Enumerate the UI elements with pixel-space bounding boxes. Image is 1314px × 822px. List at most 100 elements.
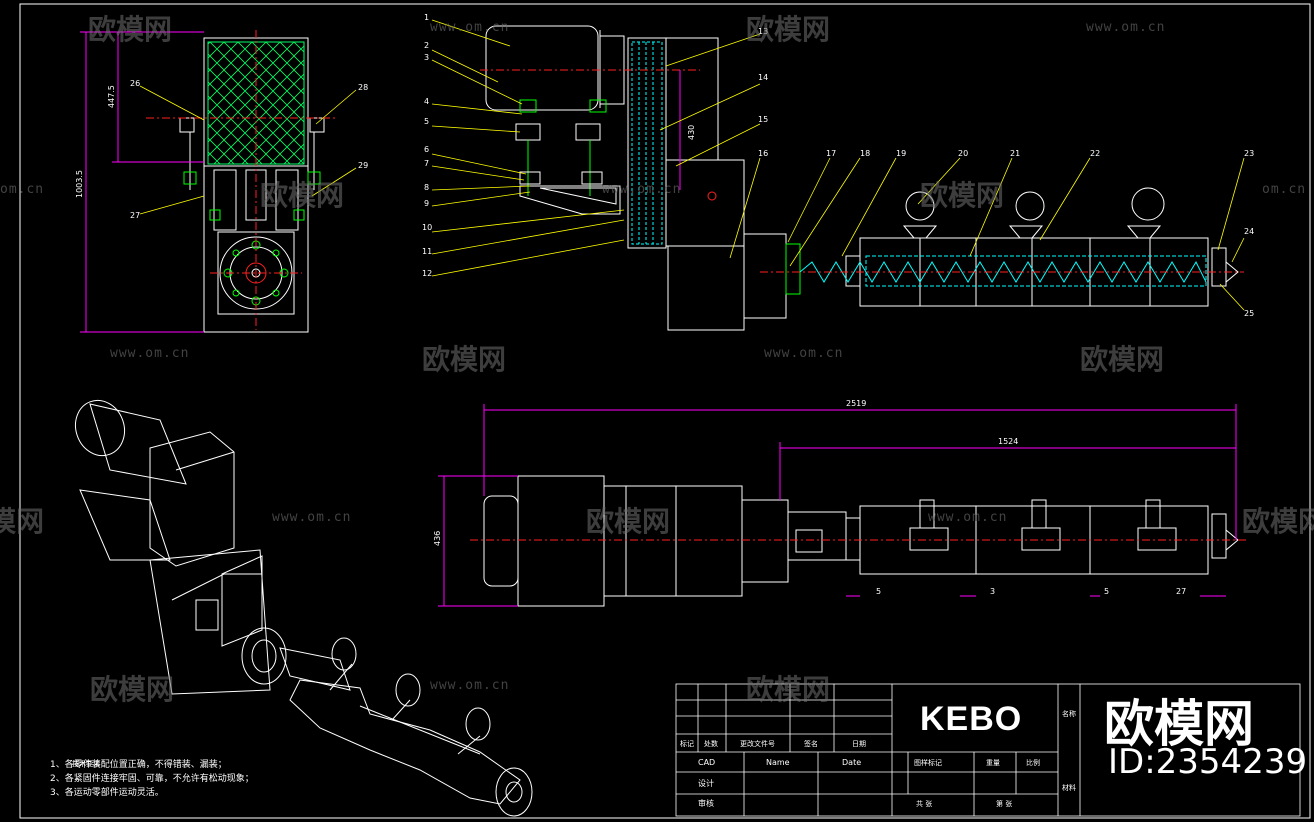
sheet-no-label: 第 张	[996, 799, 1012, 808]
callout-11: 11	[422, 247, 432, 256]
callout-14: 14	[758, 73, 768, 82]
rev-header-count: 处数	[704, 739, 718, 748]
material-label: 材料	[1062, 783, 1076, 792]
title-block	[675, 683, 1301, 817]
end-view-centerlines	[146, 30, 338, 330]
rev-header-doc: 更改文件号	[740, 739, 775, 748]
dim-gap-27: 27	[1176, 587, 1186, 596]
name-label: Name	[766, 758, 790, 767]
watermark-url: om.cn	[1262, 182, 1307, 197]
watermark-brand: 欧模网	[90, 673, 175, 706]
dim-430: 430	[687, 125, 696, 140]
callout-9: 9	[424, 199, 429, 208]
callout-24: 24	[1244, 227, 1254, 236]
callout-22: 22	[1090, 149, 1100, 158]
dim-gap-5a: 5	[876, 587, 881, 596]
callout-4: 4	[424, 97, 429, 106]
note-item: 3、各运动零部件运动灵活。	[50, 788, 164, 798]
end-view-dims	[80, 31, 204, 333]
callout-1: 1	[424, 13, 429, 22]
callout-19: 19	[896, 149, 906, 158]
watermark-brand: 欧模网	[0, 505, 45, 538]
watermark-brand: 欧模网	[746, 673, 831, 706]
part-numbers: 1 2 3 4 5 6 7 8 9 10 11 12 13 14 15 16 1…	[130, 13, 1254, 318]
cad-label: CAD	[698, 758, 715, 767]
watermark-brand: 欧模网	[422, 343, 507, 376]
title-block-text: 标记 处数 更改文件号 签名 日期 CAD Name Date 设计 审核 图样…	[680, 709, 1076, 808]
note-item: 2、各紧固件连接牢固、可靠，不允许有松动现象；	[50, 774, 254, 784]
watermark-brand: 欧模网	[88, 13, 173, 46]
watermark-url: www.om.cn	[602, 182, 682, 197]
callout-13: 13	[758, 27, 768, 36]
watermark-url: www.om.cn	[272, 510, 352, 525]
watermark-url: www.om.cn	[430, 678, 510, 693]
dim-436: 436	[433, 531, 442, 546]
callout-2: 2	[424, 41, 429, 50]
watermark-url: om.cn	[0, 182, 45, 197]
dim-gap-3: 3	[990, 587, 995, 596]
callout-29: 29	[358, 161, 368, 170]
callout-25: 25	[1244, 309, 1254, 318]
date-label: Date	[842, 758, 861, 767]
scale-label: 比例	[1026, 758, 1040, 767]
front-view-dims	[438, 404, 1237, 607]
callout-3: 3	[424, 53, 429, 62]
front-view-dim-text: 2519 1524 436 5 3 5 27	[433, 399, 1186, 596]
watermark-brand: 欧模网	[746, 13, 831, 46]
front-view	[483, 475, 1239, 607]
watermark-id: ID:2354239	[1108, 742, 1308, 782]
design-label: 设计	[698, 778, 714, 788]
watermark-url: www.om.cn	[110, 346, 190, 361]
callout-6: 6	[424, 145, 429, 154]
note-item: 1、各零件装配位置正确，不得错装、漏装；	[50, 760, 227, 770]
watermark-url: www.om.cn	[1086, 20, 1166, 35]
side-view-barrel	[785, 187, 1239, 307]
technical-notes: 1、各零件装配位置正确，不得错装、漏装； 2、各紧固件连接牢固、可靠，不允许有松…	[50, 758, 254, 800]
watermark-url: www.om.cn	[430, 20, 510, 35]
dim-2519: 2519	[846, 399, 866, 408]
sheet-total-label: 共 张	[916, 799, 932, 808]
callout-28: 28	[358, 83, 368, 92]
callout-16: 16	[758, 149, 768, 158]
dim-gap-5b: 5	[1104, 587, 1109, 596]
part-leaders	[139, 19, 1245, 311]
watermark-url: www.om.cn	[764, 346, 844, 361]
name-col-label: 名称	[1062, 709, 1076, 718]
callout-10: 10	[422, 223, 432, 232]
dim-1003-5: 1003.5	[75, 170, 84, 198]
watermark-url: www.om.cn	[928, 510, 1008, 525]
callout-18: 18	[860, 149, 870, 158]
callout-20: 20	[958, 149, 968, 158]
callout-27: 27	[130, 211, 140, 220]
watermark-brand: 欧模网	[260, 179, 345, 212]
rev-header-date: 日期	[852, 740, 866, 748]
callout-17: 17	[826, 149, 836, 158]
callout-5: 5	[424, 117, 429, 126]
callout-21: 21	[1010, 149, 1020, 158]
watermark-brand: 欧模网	[920, 179, 1005, 212]
callout-26: 26	[130, 79, 140, 88]
callout-12: 12	[422, 269, 432, 278]
rev-header-sign: 签名	[804, 739, 818, 748]
rev-header-mark: 标记	[680, 739, 694, 748]
callout-8: 8	[424, 183, 429, 192]
side-view-motor	[485, 25, 625, 215]
callout-15: 15	[758, 115, 768, 124]
dim-1524: 1524	[998, 437, 1018, 446]
watermark-brand: 欧模网	[1080, 343, 1165, 376]
callout-7: 7	[424, 159, 429, 168]
drawing-frame	[19, 3, 1311, 819]
side-view-screw	[799, 255, 1207, 287]
isometric-view	[74, 399, 533, 817]
watermark-brand: 欧模网	[586, 505, 671, 538]
side-view-centerlines	[480, 69, 1244, 273]
weight-label: 重量	[986, 759, 1000, 767]
dim-447-5: 447.5	[107, 85, 116, 108]
watermark-large-brand: 欧模网	[1104, 695, 1254, 753]
technical-requirements-title: 技术要求	[72, 760, 100, 768]
stage-mark-label: 图样标记	[914, 758, 942, 767]
callout-23: 23	[1244, 149, 1254, 158]
watermark-brand: 欧模网	[1242, 505, 1314, 538]
check-label: 审核	[698, 798, 714, 808]
